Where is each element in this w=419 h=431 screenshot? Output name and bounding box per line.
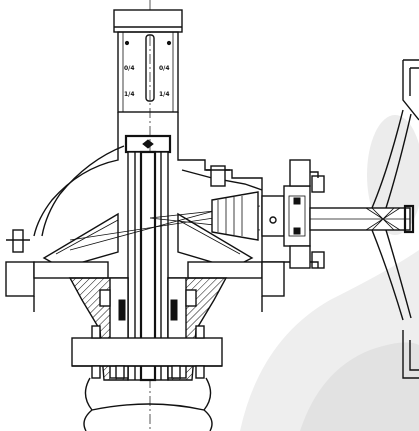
scale-label-quarter-right: 1/4 — [159, 91, 170, 98]
flange-bolt-6 — [195, 325, 205, 339]
break-line-left — [83, 377, 93, 431]
bearing-housing — [261, 159, 325, 269]
indicator-cap — [113, 9, 183, 33]
left-bolt — [12, 229, 24, 253]
handwheel-rim-top — [402, 59, 419, 121]
handwheel — [371, 59, 419, 379]
bottom-flange — [71, 325, 223, 431]
break-line-cut — [91, 403, 205, 411]
bevel-gear — [42, 203, 261, 269]
gearbox-housing — [33, 140, 263, 237]
housing-dome-left — [33, 140, 119, 237]
right-flange-block — [261, 261, 285, 297]
flange-bolt-4 — [195, 365, 205, 379]
flange-bolt-2 — [115, 365, 125, 379]
shaft-end-nut — [403, 204, 415, 234]
bearing-top-cap — [289, 159, 311, 187]
break-line-right — [203, 377, 213, 431]
handwheel-spokes — [371, 109, 404, 321]
flange-bolt-5 — [91, 325, 101, 339]
bearing-sleeve — [261, 195, 285, 237]
stem-inner — [139, 150, 157, 382]
bevel-gear-left — [42, 212, 119, 269]
flange-bolt-3 — [171, 365, 181, 379]
pinion-gear — [211, 191, 259, 241]
position-indicator-column: 0/4 0/4 1/4 1/4 — [113, 9, 183, 154]
indicator-tube — [117, 31, 179, 113]
handwheel-rim-bottom — [402, 330, 419, 379]
bearing-body — [283, 185, 311, 247]
left-lower-flange — [33, 261, 109, 279]
flange-bolt-1 — [91, 365, 101, 379]
pinion-body — [211, 191, 259, 241]
bearing-bolt-top — [311, 175, 325, 193]
indicator-slot — [145, 34, 155, 102]
scale-label-quarter-left: 1/4 — [124, 91, 135, 98]
left-flange-block — [5, 261, 35, 297]
right-lower-flange — [187, 261, 263, 279]
scale-label-open-left: 0/4 — [124, 65, 135, 72]
bearing-bottom-cap — [289, 245, 311, 269]
scale-label-open-right: 0/4 — [159, 65, 170, 72]
cover-bolt — [210, 165, 226, 187]
input-shaft — [309, 204, 415, 234]
mounting-flange — [71, 337, 223, 367]
